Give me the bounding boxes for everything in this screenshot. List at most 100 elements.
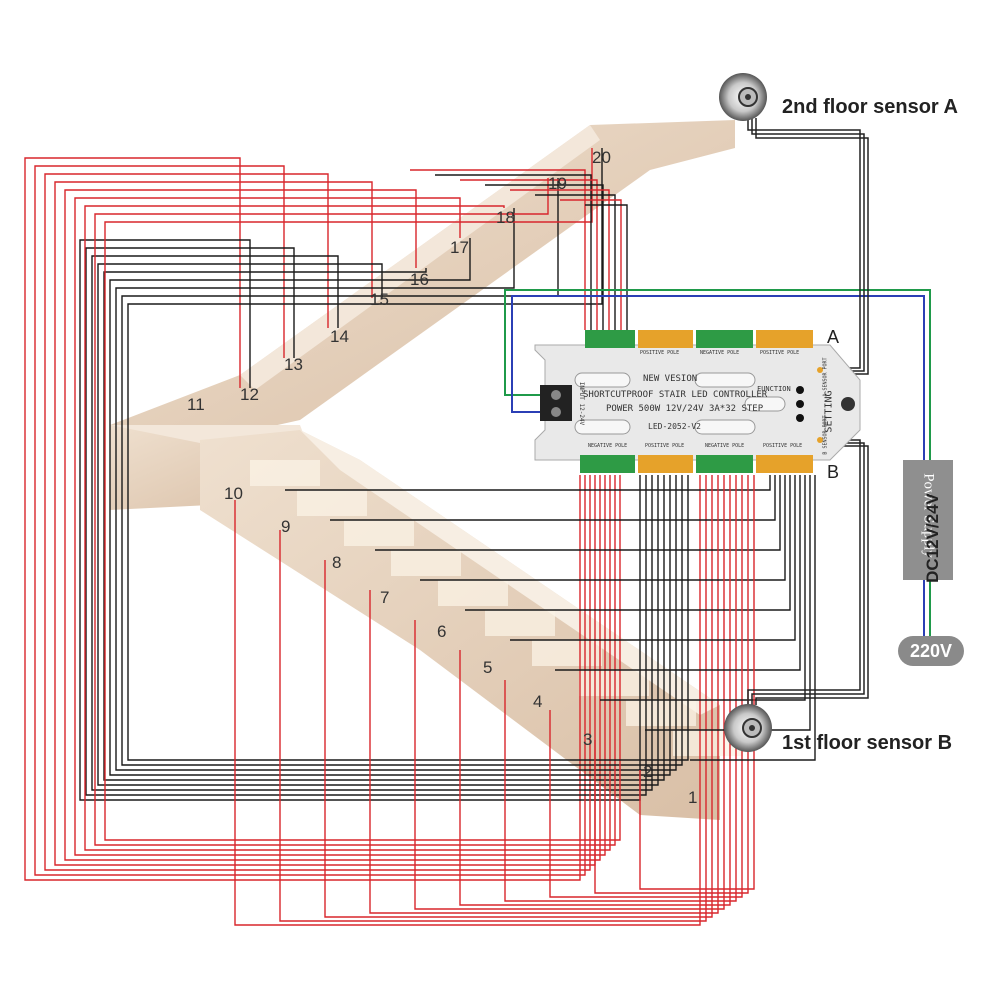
input-label: INPUT 12-24V [578,381,586,426]
step-number-16: 16 [410,270,429,289]
positive-wire [510,189,610,330]
step-number-11: 11 [187,395,205,414]
sensor-port-b-indicator [817,437,823,443]
sensor-b-label: 1st floor sensor B [782,732,953,754]
power-wires [504,289,931,640]
terminal-block-top-1 [585,330,635,348]
stair-tread-glow [438,580,508,606]
top-terminal-label-2: NEGATIVE POLE [700,350,740,356]
sensor-port-a-label: A SENSOR PORT [822,357,829,397]
negative-wire [555,475,801,671]
step-number-13: 13 [284,355,303,374]
step-number-1: 1 [688,788,698,807]
step-number-17: 17 [450,238,469,257]
connector-slot-3 [744,396,786,412]
step-number-15: 15 [370,290,389,309]
controller-board [534,330,861,473]
negative-wire [285,475,771,491]
positive-wire [74,197,606,856]
step-number-20: 20 [592,148,611,167]
positive-wire [639,475,755,890]
negative-wire [485,184,604,330]
step-number-5: 5 [483,658,493,677]
controller-side-b-label: B [827,462,840,482]
negative-wire [85,247,647,796]
positive-wire [44,173,591,871]
negative-wire [510,475,796,641]
sensor-port-a-indicator [817,367,823,373]
positive-wire [104,148,621,841]
negative-wire [375,475,781,551]
step-number-12: 12 [240,385,259,404]
negative-wire [330,475,776,521]
negative-wire [645,475,811,731]
bottom-terminal-label-4: POSITIVE POLE [763,443,803,449]
positive-wire [94,178,616,846]
negative-wire [91,255,653,791]
terminal-block-bottom-2 [638,455,693,473]
negative-wire [115,208,677,771]
sensor-a-label: 2nd floor sensor A [782,96,958,118]
positive-wire [549,475,743,898]
negative-wire [435,174,592,330]
positive-wire [64,189,601,861]
negative-wire [535,194,616,330]
negative-wire [121,178,683,766]
function-button-3 [796,414,804,422]
wiring [24,148,816,926]
controller-side-a-label: A [827,327,840,347]
step-number-4: 4 [533,692,543,711]
sensor-port-b-label: B SENSOR PORT [822,415,829,455]
terminal-block-bottom-4 [756,455,813,473]
function-button-2 [796,400,804,408]
positive-wire [410,169,586,330]
function-label: FUNCTION [757,385,791,393]
step-number-6: 6 [437,622,447,641]
negative-wire [585,204,628,330]
connector-slot-5 [694,419,756,435]
stair-tread-glow [391,550,461,576]
top-terminal-label-3: POSITIVE POLE [760,350,800,356]
stair-tread-glow [250,460,320,486]
controller-line-2: SHORTCUTPROOF STAIR LED CONTROLLER [583,390,768,400]
power-supply-box [903,460,953,580]
step-number-18: 18 [496,208,515,227]
negative-wire [690,475,816,761]
positive-wire [24,157,581,881]
bottom-terminal-label-2: POSITIVE POLE [645,443,685,449]
step-number-8: 8 [332,553,342,572]
sensor-b-icon [724,704,772,752]
step-number-14: 14 [330,327,349,346]
step-number-10: 10 [224,484,243,503]
step-number-2: 2 [643,762,653,781]
step-number-3: 3 [583,730,593,749]
mount-hole [841,397,855,411]
negative-wire [600,475,806,701]
function-button-1 [796,386,804,394]
positive-wire [594,475,749,894]
terminal-block-bottom-3 [696,455,753,473]
stair-tread-glow [344,520,414,546]
connector-slot-4 [574,419,631,435]
sensor-a-icon [719,73,767,121]
positive-wire [324,475,713,918]
dc-voltage-label: DC12V/24V [923,493,942,583]
positive-wire [84,205,611,851]
stair-tread-glow [297,490,367,516]
terminal-block-top-2 [638,330,693,348]
step-number-9: 9 [281,517,291,536]
controller-line-1: NEW VESION [643,374,698,384]
stair-tread-glow [485,610,555,636]
step-number-7: 7 [380,588,390,607]
bottom-terminal-label-3: NEGATIVE POLE [705,443,745,449]
positive-wire [460,179,598,330]
controller-line-3: POWER 500W 12V/24V 3A*32 STEP [606,404,764,414]
negative-wire [465,475,791,611]
connector-slot-2 [694,372,756,388]
stair-tread-glow [626,700,696,726]
sensor-b-wires [747,439,869,705]
positive-wire [459,475,731,906]
terminal-block-bottom-1 [580,455,635,473]
